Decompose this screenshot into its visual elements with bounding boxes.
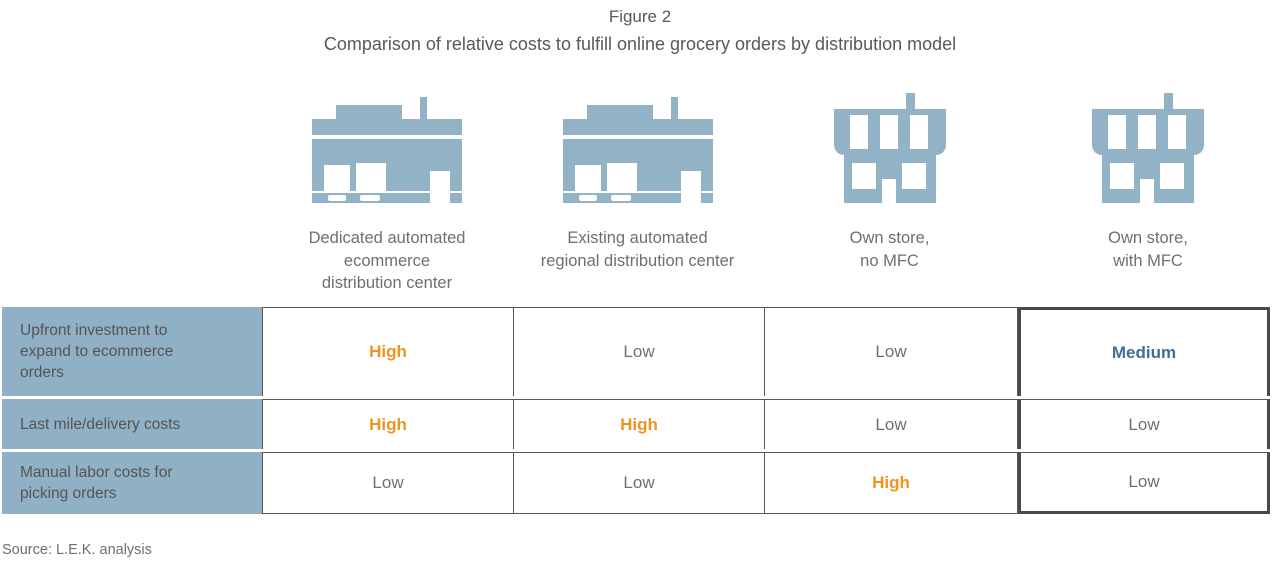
figure-heading: Figure 2 Comparison of relative costs to… <box>0 0 1280 57</box>
column-header-label-3: Own store, with MFC <box>1108 229 1188 270</box>
matrix-cell-1-3: Low <box>1018 399 1270 449</box>
column-header-label-0: Dedicated automated ecommerce distributi… <box>308 229 466 292</box>
column-header-3: Own store, with MFC <box>1016 80 1280 298</box>
row-label-0: Upfront investment to expand to ecommerc… <box>2 307 262 396</box>
row-label-2: Manual labor costs for picking orders <box>2 452 262 514</box>
distribution-center-icon <box>559 80 717 205</box>
matrix-cell-0-3: Medium <box>1018 307 1270 396</box>
row-separator-fill <box>2 449 262 452</box>
row-label-1: Last mile/delivery costs <box>2 399 262 449</box>
column-header-1: Existing automated regional distribution… <box>512 80 763 298</box>
row-separator-fill <box>2 396 262 399</box>
matrix-cell-2-1: Low <box>514 452 765 514</box>
matrix-cell-2-2: High <box>765 452 1018 514</box>
column-header-label-1: Existing automated regional distribution… <box>540 229 735 270</box>
comparison-matrix: Upfront investment to expand to ecommerc… <box>2 307 1270 514</box>
matrix-cell-1-0: High <box>262 399 514 449</box>
table-row: Last mile/delivery costs High High Low L… <box>2 399 1270 449</box>
storefront-icon <box>830 80 950 205</box>
column-header-band: Dedicated automated ecommerce distributi… <box>0 80 1280 298</box>
matrix-cell-2-0: Low <box>262 452 514 514</box>
source-note: Source: L.E.K. analysis <box>2 542 152 558</box>
row-separator <box>2 449 1270 452</box>
matrix-cell-0-2: Low <box>765 307 1018 396</box>
header-spacer <box>0 80 262 298</box>
storefront-icon <box>1088 80 1208 205</box>
table-row: Upfront investment to expand to ecommerc… <box>2 307 1270 396</box>
matrix-cell-1-1: High <box>514 399 765 449</box>
matrix-cell-0-0: High <box>262 307 514 396</box>
distribution-center-icon <box>308 80 466 205</box>
column-header-label-2: Own store, no MFC <box>849 229 930 270</box>
column-header-2: Own store, no MFC <box>763 80 1016 298</box>
column-header-0: Dedicated automated ecommerce distributi… <box>262 80 512 298</box>
row-separator <box>2 396 1270 399</box>
matrix-cell-2-3: Low <box>1018 452 1270 514</box>
matrix-cell-1-2: Low <box>765 399 1018 449</box>
matrix-cell-0-1: Low <box>514 307 765 396</box>
figure-number: Figure 2 <box>608 7 672 26</box>
table-row: Manual labor costs for picking orders Lo… <box>2 452 1270 514</box>
figure-title: Comparison of relative costs to fulfill … <box>323 34 957 54</box>
